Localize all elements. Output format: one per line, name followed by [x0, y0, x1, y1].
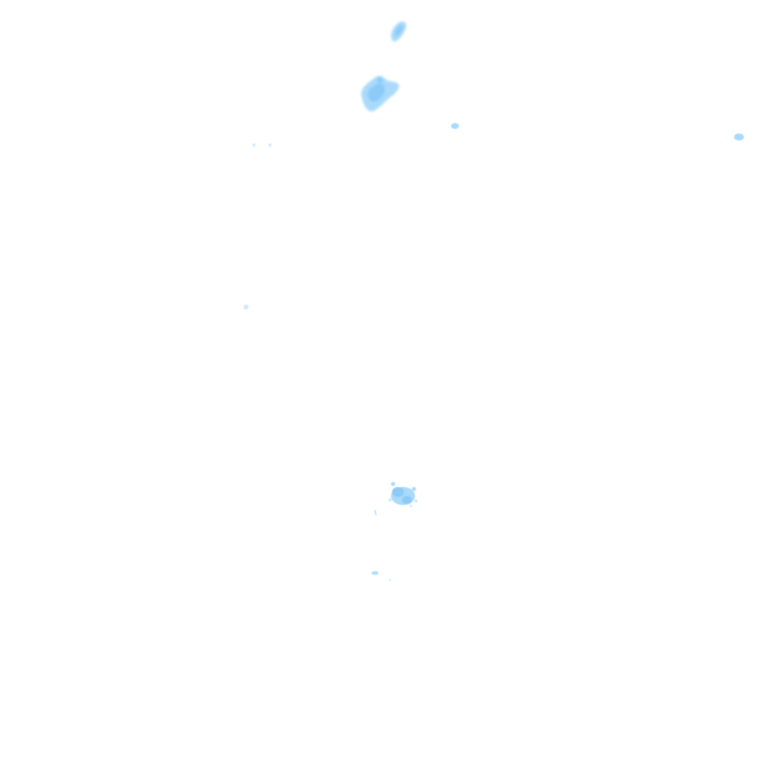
precip-specks-west — [243, 143, 272, 310]
precip-cell-small-east — [451, 123, 459, 129]
precip-cell-south-cluster — [388, 482, 418, 508]
precip-cell-north-streak — [391, 21, 407, 42]
precip-cell-far-east — [734, 133, 744, 141]
precip-specks-south — [371, 509, 391, 581]
precip-cell-north-cluster — [361, 76, 400, 112]
